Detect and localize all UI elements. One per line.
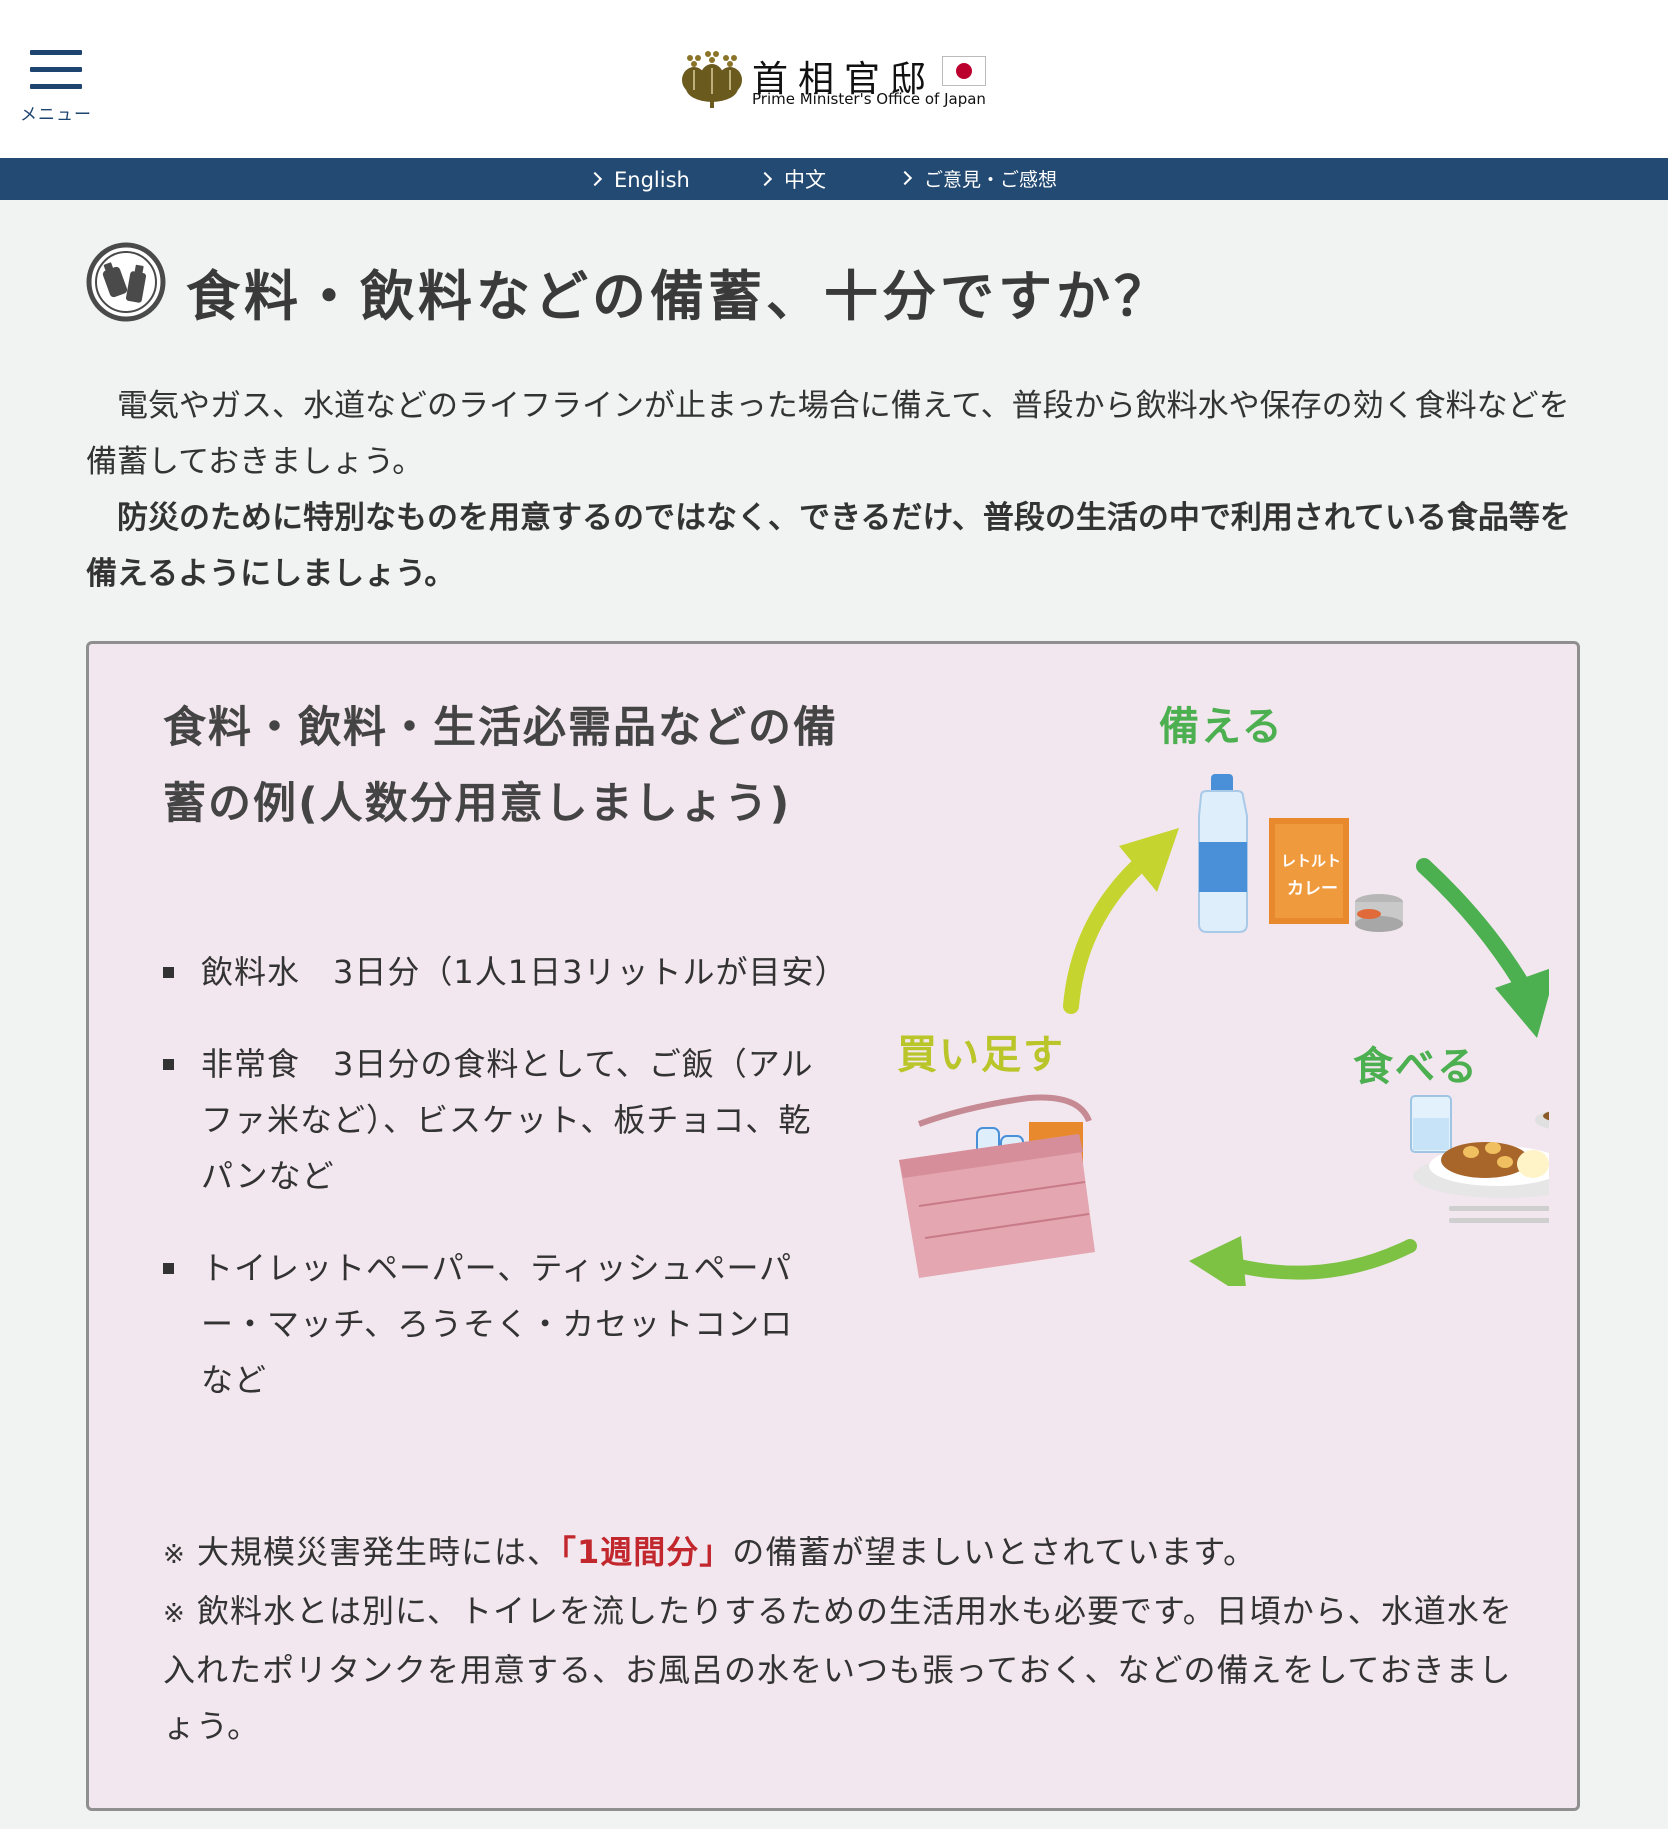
canned-food-icon [1355,894,1403,932]
retort-curry-pack-icon: レトルト カレー [1269,818,1349,924]
hamburger-icon [30,50,82,55]
note-mark: ※ [163,1540,186,1570]
link-feedback-label: ご意見・ご感想 [924,169,1058,191]
intro-text: 電気やガス、水道などのライフラインが止まった場合に備えて、普段から飲料水や保存の… [86,378,1586,602]
bottles-icon [86,242,166,322]
link-english[interactable]: English [587,158,690,200]
note-mark: ※ [163,1599,186,1629]
stockpile-examples-box: 食料・飲料・生活必需品などの備蓄の例(人数分用意しましょう) 飲料水 3日分（1… [86,641,1580,1811]
hamburger-icon-line [30,84,82,89]
note-living-water: ※ 飲料水とは別に、トイレを流したりするための生活用水も必要です。日頃から、水道… [163,1583,1523,1754]
logo-english-text: Prime Minister's Office of Japan [752,90,986,108]
chevron-right-icon [587,171,603,187]
arrow-eat-to-buy [1232,1239,1417,1280]
svg-text:レトルト: レトルト [1281,852,1341,870]
cycle-drawing: レトルト カレー [899,774,1549,1286]
arrow-head-icon [1495,968,1549,1038]
note-highlight: 「1週間分」 [559,1533,733,1571]
note-text: 飲料水とは別に、トイレを流したりするための生活用水も必要です。日頃から、水道水を… [163,1592,1513,1745]
list-item: 飲料水 3日分（1人1日3リットルが目安） [163,944,846,1000]
note-one-week: ※ 大規模災害発生時には、「1週間分」の備蓄が望ましいとされています。 [163,1524,1523,1583]
paulownia-emblem-icon [682,51,742,108]
logo-japanese-text: 首相官邸 [752,59,937,100]
site-header: メニュー 首相官邸 Prime Minister's Office of Jap… [0,0,1668,158]
arrow-prepare-to-eat [1416,858,1537,1004]
svg-text:カレー: カレー [1287,879,1338,899]
menu-label: メニュー [20,105,92,125]
chevron-right-icon [757,171,773,187]
box-title: 食料・飲料・生活必需品などの備蓄の例(人数分用意しましょう) [163,703,838,829]
note-text: 大規模災害発生時には、 [196,1533,560,1571]
shopping-basket-icon [899,1094,1095,1278]
chevron-right-icon [897,170,913,186]
site-logo[interactable]: 首相官邸 Prime Minister's Office of Japan [680,48,1000,114]
language-bar: English 中文 ご意見・ご感想 [0,158,1668,200]
list-item: トイレットペーパー、ティッシュペーパー・マッチ、ろうそく・カセットコンロ など [163,1240,833,1408]
cycle-label-prepare: 備える [1159,704,1284,750]
page-title: 食料・飲料などの備蓄、十分ですか？ [186,265,1172,328]
cycle-label-eat: 食べる [1353,1044,1479,1090]
link-feedback[interactable]: ご意見・ご感想 [897,158,1058,200]
water-bottle-icon [1198,774,1248,933]
intro-paragraph: 電気やガス、水道などのライフラインが止まった場合に備えて、普段から飲料水や保存の… [86,388,1570,480]
menu-button[interactable]: メニュー [18,44,94,125]
curry-meal-icon [1410,1095,1549,1223]
intro-paragraph-bold: 防災のために特別なものを用意するのではなく、できるだけ、普段の生活の中で利用され… [86,500,1571,592]
cycle-label-buy: 買い足す [897,1032,1065,1078]
arrow-head-icon [1189,1236,1246,1286]
page-title-area: 食料・飲料などの備蓄、十分ですか？ [86,240,1566,328]
link-english-label: English [614,168,690,192]
note-text: の備蓄が望ましいとされています。 [732,1533,1257,1571]
arrow-buy-to-prepare [1063,848,1157,1014]
link-chinese-label: 中文 [784,168,826,192]
arrow-head-icon [1119,828,1179,892]
stock-cycle-illustration: レトルト カレー [889,666,1549,1286]
hamburger-icon-line [30,67,82,72]
link-chinese[interactable]: 中文 [757,158,826,200]
stockpile-list: 飲料水 3日分（1人1日3リットルが目安） 非常食 3日分の食料として、ご飯（ア… [163,944,846,1444]
list-item: 非常食 3日分の食料として、ご飯（アルファ米など）、ビスケット、板チョコ、乾パン… [163,1036,833,1204]
notes: ※ 大規模災害発生時には、「1週間分」の備蓄が望ましいとされています。 ※ 飲料… [163,1524,1523,1754]
japan-flag-icon [942,56,986,86]
